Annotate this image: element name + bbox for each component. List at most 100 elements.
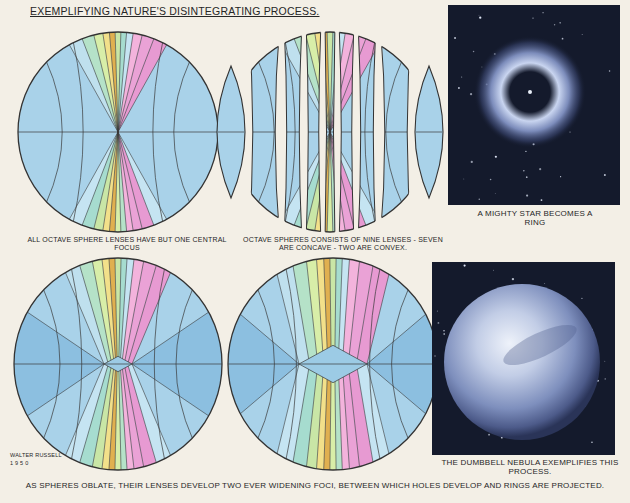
- central-star: [528, 90, 532, 94]
- star-dot: [479, 17, 481, 19]
- sphere-group: [18, 28, 218, 236]
- concave-lens: [306, 20, 321, 244]
- star-dot: [523, 170, 525, 172]
- lens-curve: [392, 288, 409, 439]
- lens-curve: [153, 41, 163, 224]
- title: EXEMPLIFYING NATURE'S DISINTEGRATING PRO…: [30, 5, 420, 17]
- signature-date: 1950: [10, 460, 72, 466]
- star-dot: [443, 330, 444, 331]
- sphere-outline: [18, 32, 218, 232]
- focus-line: [272, 28, 330, 236]
- star-dot: [479, 198, 481, 200]
- convex-lens: [217, 66, 245, 198]
- lens-curve: [73, 41, 83, 224]
- axis-line: [14, 364, 222, 365]
- sphere-group: [10, 254, 226, 474]
- star-dot: [526, 176, 528, 178]
- concave-lens: [339, 20, 354, 244]
- star-dot: [591, 442, 592, 443]
- concave-lens: [380, 20, 412, 244]
- lens-curve: [154, 267, 165, 460]
- star-dot: [604, 174, 606, 176]
- star-dot: [532, 17, 533, 18]
- lens-curve: [386, 61, 402, 204]
- star-dot: [470, 93, 472, 95]
- star-dot: [458, 87, 460, 89]
- lens-curve: [286, 267, 297, 460]
- star-dot: [443, 333, 445, 335]
- concave-lens: [248, 20, 280, 244]
- axis-line: [230, 132, 430, 133]
- star-dot: [461, 76, 462, 77]
- figure-label: ALL OCTAVE SPHERE LENSES HAVE BUT ONE CE…: [20, 236, 234, 252]
- star-dot: [495, 156, 497, 158]
- star-dot: [463, 178, 465, 180]
- star-dot: [554, 24, 555, 25]
- lens-curve: [43, 288, 60, 439]
- lens-curve: [257, 288, 274, 439]
- star-dot: [490, 179, 492, 181]
- star-dot: [539, 168, 541, 170]
- lens-curve: [258, 61, 274, 204]
- star-dot: [542, 12, 543, 13]
- dumbbell-nebula: [444, 284, 600, 440]
- convex-lens: [415, 66, 443, 198]
- octave-sphere: [18, 28, 218, 236]
- sphere-group: [224, 254, 442, 474]
- star-dot: [609, 70, 611, 72]
- photo-caption: A MIGHTY STAR BECOMES A RING: [476, 209, 594, 227]
- star-dot: [478, 14, 480, 16]
- star-dot: [525, 151, 526, 152]
- star-dot: [541, 199, 543, 201]
- lens-curve: [174, 61, 190, 204]
- star-dot: [434, 355, 436, 357]
- color-band: [356, 254, 393, 364]
- star-dot: [560, 176, 561, 177]
- star-dot: [464, 264, 466, 266]
- oblate-sphere: [10, 254, 226, 474]
- star-dot: [436, 310, 438, 312]
- sphere-outline: [228, 258, 438, 470]
- sphere-outline: [230, 32, 430, 232]
- photo-caption: THE DUMBBELL NEBULA EXEMPLIFIES THIS PRO…: [436, 458, 624, 476]
- star-dot: [604, 360, 606, 362]
- signature: WALTER RUSSELL: [10, 452, 72, 458]
- ring-nebula: [474, 36, 586, 148]
- axis-line: [218, 132, 244, 133]
- lens-curve: [71, 267, 82, 460]
- color-band: [356, 364, 393, 474]
- star-dot: [473, 51, 475, 53]
- concave-lens: [358, 20, 376, 244]
- star-dot: [493, 269, 495, 271]
- sphere-outline: [14, 258, 222, 470]
- axis-line: [18, 132, 218, 133]
- star-dot: [605, 378, 606, 379]
- photo-panel: [432, 262, 615, 455]
- star-dot: [544, 283, 546, 285]
- photo-panel: [448, 5, 620, 205]
- color-band: [128, 254, 179, 364]
- caption: AS SPHERES OBLATE, THEIR LENSES DEVELOP …: [8, 481, 622, 490]
- figure-label: OCTAVE SPHERES CONSISTS OF NINE LENSES -…: [238, 236, 448, 252]
- star-dot: [471, 161, 473, 163]
- oblate-sphere: [224, 254, 442, 474]
- star-dot: [494, 193, 496, 195]
- star-dot: [454, 37, 456, 39]
- star-dot: [581, 298, 582, 299]
- lens-curve: [370, 267, 381, 460]
- concave-lens: [325, 20, 335, 244]
- star-dot: [559, 22, 561, 24]
- lens-outlines: [248, 20, 412, 244]
- star-dot: [488, 434, 490, 436]
- star-dot: [562, 38, 564, 40]
- star-dot: [512, 278, 514, 280]
- focus-line: [330, 28, 388, 236]
- axis-line: [228, 364, 438, 365]
- star-dot: [438, 322, 440, 324]
- color-band: [128, 364, 179, 474]
- star-dot: [582, 34, 583, 35]
- axis-line: [416, 132, 442, 133]
- lens-curve: [46, 61, 62, 204]
